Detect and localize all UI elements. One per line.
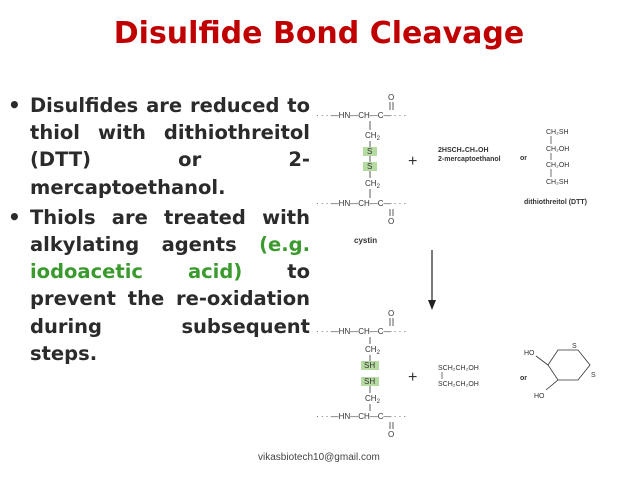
or-label: or xyxy=(520,375,527,382)
ch2-label: CH2 xyxy=(365,394,381,405)
product-line: SCH₂CH₂OH xyxy=(438,381,479,388)
bullet-list: • Disulfides are reduced to thiol with d… xyxy=(8,92,310,370)
or-label: or xyxy=(520,155,527,162)
bullet-text-end: to prevent the re-oxidation during subse… xyxy=(30,260,310,365)
hydroxyl-label: HO xyxy=(534,393,545,400)
backbone-top: · · · —HN—CH—C— · · · xyxy=(316,327,406,336)
bullet-dot-icon: • xyxy=(8,93,21,117)
backbone-top: · · · —HN—CH—C— · · · xyxy=(316,111,406,120)
s-highlight xyxy=(363,162,377,171)
mercaptoethanol-name: 2-mercaptoethanol xyxy=(438,156,501,163)
bullet-highlight: (e.g. iodoacetic acid) xyxy=(30,233,310,284)
sh-highlight xyxy=(361,377,379,386)
reaction-diagram: · · · —HN—CH—C— · · · O CH2 S S CH2 · · … xyxy=(316,93,596,439)
mercaptoethanol-formula: 2HSCH₂CH₂OH xyxy=(438,147,489,154)
ring-sulfur-label: S xyxy=(572,343,577,350)
backbone-bottom: · · · —HN—CH—C— · · · xyxy=(316,412,406,421)
dtt-line: CH₂SH xyxy=(546,129,569,136)
cystin-label: cystin xyxy=(354,236,377,245)
thiol-label: SH xyxy=(364,377,375,386)
hydroxyl-label: HO xyxy=(524,350,535,357)
s-highlight xyxy=(363,147,377,156)
ch2-label: CH2 xyxy=(365,179,381,190)
bullet-item: • Thiols are treated with alkylating age… xyxy=(8,204,310,367)
bullet-text: Thiols are treated with alkylating agent… xyxy=(30,204,310,367)
sulfur-label: S xyxy=(367,147,372,156)
bullet-item: • Disulfides are reduced to thiol with d… xyxy=(8,92,310,201)
dtt-line: CH₂OH xyxy=(546,146,569,153)
slide-title: Disulfide Bond Cleavage xyxy=(113,16,525,51)
arrow-head-icon xyxy=(428,300,436,310)
ch2-label: CH2 xyxy=(365,131,381,142)
bond-line xyxy=(545,379,559,391)
bullet-dot-icon: • xyxy=(8,204,21,229)
bond-line xyxy=(535,355,549,366)
footer-email: vikasbiotech10@gmail.com xyxy=(258,452,380,463)
dtt-line: CH₂OH xyxy=(546,162,569,169)
carbonyl-o-label: O xyxy=(388,430,394,439)
product-structure: SCH₂CH₂OH SCH₂CH₂OH xyxy=(438,365,479,388)
backbone-bottom: · · · —HN—CH—C— · · · xyxy=(316,199,406,208)
plus-sign: + xyxy=(408,369,417,386)
carbonyl-o-label: O xyxy=(388,217,394,226)
ring-shape xyxy=(547,349,591,381)
carbonyl-o-label: O xyxy=(388,93,394,102)
sulfur-label: S xyxy=(367,162,372,171)
dtt-structure: CH₂SH CH₂OH CH₂OH CH₂SH dithiothreitol (… xyxy=(524,129,587,206)
ring-sulfur-label: S xyxy=(591,372,596,379)
thiol-label: SH xyxy=(364,361,375,370)
product-line: SCH₂CH₂OH xyxy=(438,365,479,372)
sh-highlight xyxy=(361,361,379,370)
plus-sign: + xyxy=(408,153,417,170)
dtt-name: dithiothreitol (DTT) xyxy=(524,199,587,206)
reduced-structure: O · · · —HN—CH—C— · · · CH2 SH SH CH2 · … xyxy=(316,309,406,439)
cystine-structure: · · · —HN—CH—C— · · · O CH2 S S CH2 · · … xyxy=(316,93,406,245)
ch2-label: CH2 xyxy=(365,345,381,356)
dtt-line: CH₂SH xyxy=(546,179,569,186)
bullet-text: Disulfides are reduced to thiol with dit… xyxy=(30,94,310,199)
bullet-text-start: Thiols are treated with alkylating agent… xyxy=(30,205,310,257)
carbonyl-o-label: O xyxy=(388,309,394,318)
oxidized-dtt-ring: S S HO HO xyxy=(524,343,596,400)
